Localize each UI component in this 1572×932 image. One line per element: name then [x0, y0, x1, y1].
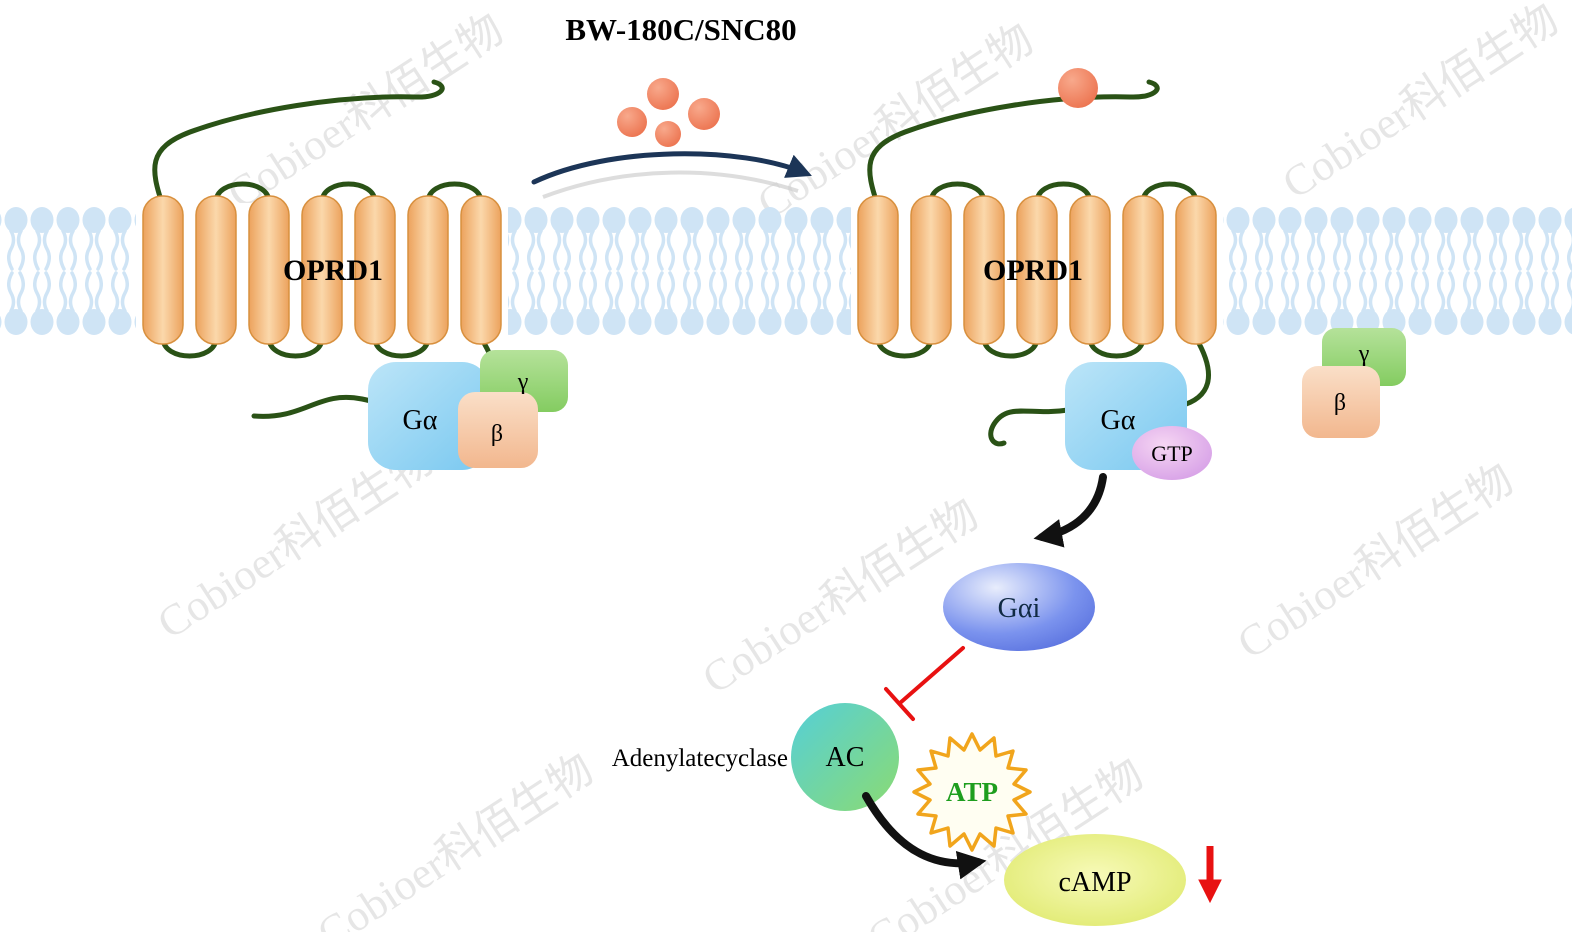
receptor-loops: [867, 79, 1212, 447]
g-alpha-label: Gα: [1101, 405, 1136, 436]
signal-arrow-to-gai: [1033, 473, 1107, 548]
extracellular-loop: [213, 181, 272, 205]
tm-helix: [1175, 195, 1217, 345]
tm-helix: [301, 195, 343, 345]
adenylate-cyclase: [791, 703, 899, 811]
intracellular-loop: [981, 335, 1040, 359]
extracellular-loop: [1034, 181, 1093, 205]
right-receptor: OPRD1: [851, 68, 1223, 447]
gamma-label: γ: [1358, 341, 1370, 367]
camp-label: cAMP: [1058, 867, 1131, 898]
n-terminus-loop: [867, 79, 1160, 209]
tm-helix: [460, 195, 502, 345]
ac-full-label: Adenylatecyclase: [612, 745, 788, 772]
gtp-molecule: [1132, 426, 1212, 480]
signal-arrow-to-camp: [862, 792, 987, 880]
atp-label: ATP: [946, 777, 998, 807]
tm-helices: [857, 195, 1217, 345]
watermark-text: Cobioer科佰生物: [1274, 0, 1567, 208]
extracellular-loop: [425, 181, 484, 205]
tm-helix: [142, 195, 184, 345]
tm-helix: [354, 195, 396, 345]
free-beta-gamma: γ β: [1302, 328, 1406, 438]
inhibition-tbar: [884, 687, 915, 721]
g-alpha-label: Gα: [403, 405, 438, 436]
tm-helix: [1122, 195, 1164, 345]
ligand-molecule: [617, 107, 647, 137]
ligand-molecule: [647, 78, 679, 110]
extracellular-loop: [1140, 181, 1199, 205]
n-terminus-loop: [152, 79, 445, 209]
extracellular-loop: [928, 181, 987, 205]
activation-arrow: [531, 151, 812, 185]
receptor-label: OPRD1: [283, 254, 383, 287]
bound-ligand: [1058, 68, 1098, 108]
intracellular-loop: [372, 335, 431, 359]
gai-protein: [943, 563, 1095, 651]
beta-label: β: [491, 421, 503, 447]
left-g-protein: Gα γ β: [368, 350, 568, 470]
inhibition-connector: [884, 646, 965, 721]
intracellular-loop: [266, 335, 325, 359]
tm-helices: [142, 195, 502, 345]
gamma-label: γ: [517, 369, 529, 395]
arrow-shadow: [542, 170, 799, 199]
extracellular-loop: [319, 181, 378, 205]
beta-subunit: [458, 392, 538, 468]
camp-molecule: [1004, 834, 1186, 926]
tm-helix: [857, 195, 899, 345]
tm-helix: [195, 195, 237, 345]
atp-starburst: [912, 732, 1032, 852]
left-receptor: OPRD1: [136, 79, 508, 419]
tm-helix: [1016, 195, 1058, 345]
inhibition-line: [898, 646, 965, 705]
tm-helix: [1069, 195, 1111, 345]
watermark-text: Cobioer科佰生物: [1229, 454, 1522, 668]
tm-helix: [963, 195, 1005, 345]
tm-helix: [407, 195, 449, 345]
c-terminus-loop: [1177, 335, 1212, 409]
right-g-protein: Gα GTP: [1065, 362, 1212, 480]
ligand-molecule: [655, 121, 681, 147]
intracellular-loop: [875, 335, 934, 359]
diagram-title: BW-180C/SNC80: [565, 12, 796, 47]
tm-helix: [910, 195, 952, 345]
gai-label: Gαi: [998, 593, 1041, 624]
intracellular-loop: [1087, 335, 1146, 359]
ligand-molecule: [688, 98, 720, 130]
receptor-label: OPRD1: [983, 254, 1083, 287]
ligand-cluster: [617, 78, 720, 147]
gtp-label: GTP: [1151, 441, 1193, 466]
c-terminus-tail: [988, 407, 1071, 447]
ac-label: AC: [826, 742, 865, 773]
tm-helix: [248, 195, 290, 345]
intracellular-loop: [160, 335, 219, 359]
watermark-text: Cobioer科佰生物: [309, 744, 602, 932]
beta-subunit: [1302, 366, 1380, 438]
beta-label: β: [1334, 390, 1346, 416]
watermark-text: Cobioer科佰生物: [694, 489, 987, 703]
